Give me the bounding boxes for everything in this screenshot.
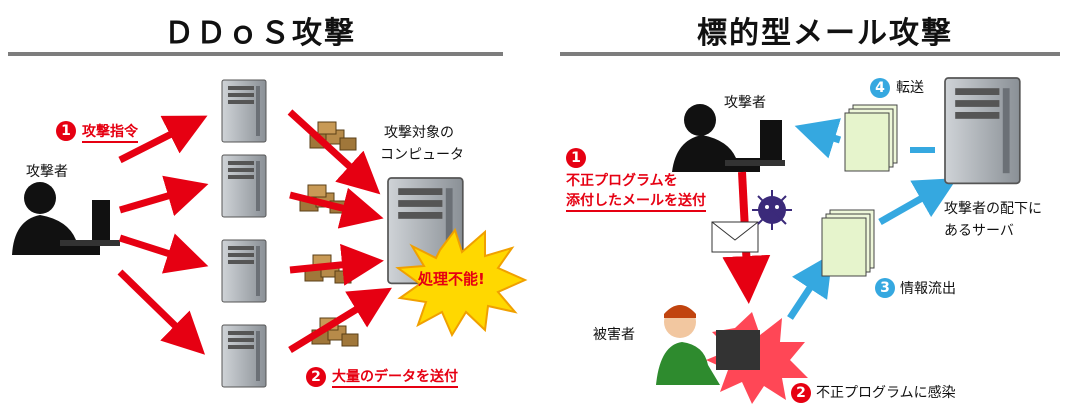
ddos-bot-server-4 <box>221 324 267 388</box>
phishing-server-label-1: 攻撃者の配下に <box>944 201 1042 217</box>
phishing-step1-label-1: 不正プログラムを <box>566 173 678 189</box>
phishing-leaked-docs <box>821 209 875 277</box>
ddos-target-label-2: コンピュータ <box>380 147 464 163</box>
phishing-step1-label-2: 添付したメールを送付 <box>566 192 706 212</box>
phishing-victim-figure <box>656 305 720 385</box>
ddos-flood-arrow-2 <box>289 187 384 229</box>
phishing-leak-arrow-2 <box>878 178 958 226</box>
ddos-command-arrow-1 <box>118 115 208 164</box>
phishing-step4-label: 転送 <box>896 80 924 96</box>
ddos-title-rule <box>8 52 503 56</box>
phishing-step3-number: 3 <box>875 278 895 298</box>
ddos-overload-label: 処理不能! <box>418 270 485 288</box>
phishing-panel-title: 標的型メール攻撃 <box>697 16 953 51</box>
phishing-step2-number: 2 <box>791 383 811 403</box>
phishing-step1-number: 1 <box>566 148 586 168</box>
ddos-attacker-figure <box>12 182 120 255</box>
ddos-target-label-1: 攻撃対象の <box>384 125 454 141</box>
phishing-relay-server <box>944 77 1021 185</box>
ddos-flood-arrow-1 <box>287 109 381 195</box>
phishing-attacker-label: 攻撃者 <box>724 95 766 111</box>
phishing-virus <box>752 190 792 230</box>
phishing-title-rule <box>560 52 1060 56</box>
ddos-bot-server-1 <box>221 79 267 143</box>
phishing-forward-arrow-b <box>794 118 842 159</box>
phishing-victim-label: 被害者 <box>593 327 635 343</box>
phishing-server-label-2: あるサーバ <box>944 223 1014 239</box>
ddos-bot-server-3 <box>221 239 267 303</box>
ddos-attacker-label: 攻撃者 <box>26 164 68 180</box>
ddos-step1-label: 攻撃指令 <box>82 123 138 143</box>
phishing-step3-label: 情報流出 <box>900 281 956 297</box>
ddos-flood-arrow-3 <box>289 243 384 286</box>
ddos-command-arrow-2 <box>119 175 209 217</box>
ddos-command-arrow-3 <box>118 233 209 274</box>
phishing-mail-envelope <box>711 221 759 253</box>
ddos-command-arrow-4 <box>117 269 206 355</box>
ddos-panel-title: ＤＤｏＳ攻撃 <box>164 16 356 51</box>
phishing-forwarded-docs <box>844 104 898 172</box>
ddos-bot-server-2 <box>221 154 267 218</box>
ddos-flood-arrow-4 <box>288 287 392 353</box>
phishing-victim-monitor <box>716 330 760 370</box>
ddos-step2-number: 2 <box>306 367 326 387</box>
phishing-step2-label: 不正プログラムに感染 <box>816 385 956 401</box>
ddos-step2-label: 大量のデータを送付 <box>332 368 458 388</box>
phishing-step4-number: 4 <box>870 78 890 98</box>
ddos-overload-burst <box>395 227 528 338</box>
ddos-step1-number: 1 <box>56 121 76 141</box>
phishing-attacker-figure <box>672 104 785 172</box>
phishing-leak-arrow-1 <box>787 253 833 320</box>
